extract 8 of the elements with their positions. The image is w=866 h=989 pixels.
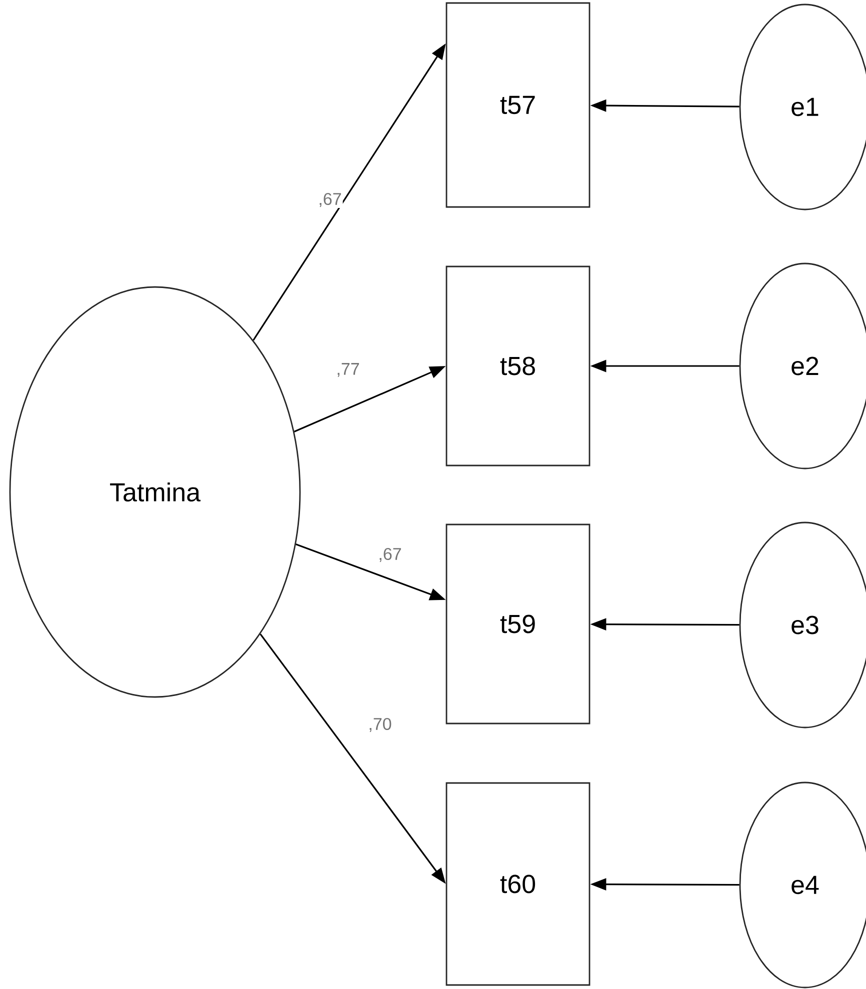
- edge-label: ,67: [317, 192, 343, 208]
- observed-variable-box: t57: [446, 2, 590, 208]
- edge-label: ,77: [335, 362, 361, 378]
- edge-label: ,70: [367, 716, 393, 734]
- observed-variable-box: t60: [446, 782, 590, 986]
- edge-label: ,67: [377, 546, 403, 564]
- observed-variable-box: t59: [446, 524, 590, 724]
- observed-variable-box: t58: [446, 266, 590, 466]
